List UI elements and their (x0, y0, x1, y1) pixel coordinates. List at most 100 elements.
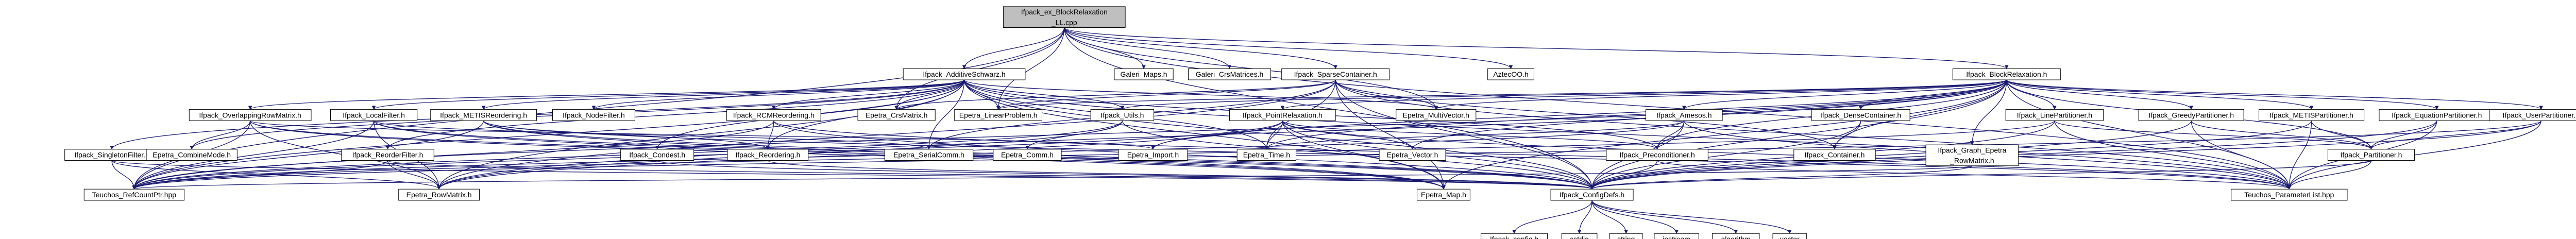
edge-greedy-to-partitioner (2191, 120, 2374, 150)
node-box-graphepetra (1925, 144, 2019, 166)
edge-userpart-to-configdefs (1590, 120, 2541, 190)
edge-pointrelax-to-ep_vector (1282, 120, 1415, 150)
edge-reorderfilter-to-ep_rowmatrix (387, 160, 441, 190)
node-algorithm: algorithm (1712, 233, 1760, 239)
node-box-metisreord (430, 109, 537, 121)
edge-block-to-greedy (2006, 79, 2193, 110)
node-block[interactable]: Ifpack_BlockRelaxation.h (1952, 68, 2061, 80)
node-label-rcm: Ifpack_RCMReordering.h (733, 111, 815, 119)
node-equation[interactable]: Ifpack_EquationPartitioner.h (2379, 109, 2495, 121)
node-box-partitioner (2327, 149, 2415, 161)
edge-block-to-container (1833, 80, 2007, 150)
node-configdefs[interactable]: Ifpack_ConfigDefs.h (1550, 189, 1634, 201)
node-rcm[interactable]: Ifpack_RCMReordering.h (726, 109, 821, 121)
edge-densecont-to-container (1833, 121, 1861, 150)
edge-linepart-to-rcp (132, 120, 2055, 190)
node-galeri_crs: Galeri_CrsMatrices.h (1188, 68, 1272, 80)
node-serialcomm: Epetra_SerialComm.h (884, 149, 974, 161)
node-reorderfilter[interactable]: Ifpack_ReorderFilter.h (341, 149, 434, 161)
node-box-metispart (2259, 109, 2365, 121)
node-label-amesos: Ifpack_Amesos.h (1656, 111, 1711, 119)
node-combine: Epetra_CombineMode.h (146, 149, 238, 161)
edge-configdefs-to-cstdio (1577, 200, 1592, 234)
node-label-ep_import: Epetra_Import.h (1127, 151, 1179, 159)
node-metispart[interactable]: Ifpack_METISPartitioner.h (2259, 109, 2365, 121)
node-densecont[interactable]: Ifpack_DenseContainer.h (1811, 109, 1910, 121)
node-label-ep_rowmatrix: Epetra_RowMatrix.h (406, 191, 472, 199)
edge-partitioner-to-configdefs (1590, 160, 2372, 190)
node-ep_linprob: Epetra_LinearProblem.h (954, 109, 1043, 121)
node-box-block (1952, 68, 2061, 80)
edge-metispart-to-partitioner (2311, 121, 2374, 150)
node-label-userpart: Ifpack_UserPartitioner.h (2503, 111, 2576, 119)
node-box-linepart (2005, 109, 2104, 121)
edge-additive-to-ep_rowmatrix (437, 80, 965, 190)
edge-singleton-to-rcp (111, 160, 137, 190)
node-box-ep_map (1417, 189, 1470, 201)
node-label-aztecoo: AztecOO.h (1493, 70, 1528, 78)
node-partitioner[interactable]: Ifpack_Partitioner.h (2327, 149, 2415, 161)
node-label-combine: Epetra_CombineMode.h (152, 151, 231, 159)
node-label-serialcomm: Epetra_SerialComm.h (893, 151, 964, 159)
node-box-rcm (726, 109, 821, 121)
node-box-ep_comm (993, 149, 1062, 161)
node-ep_multivec: Epetra_MultiVector.h (1396, 109, 1477, 121)
edge-root-to-ep_linprob (996, 27, 1065, 110)
node-utils[interactable]: Ifpack_Utils.h (1090, 109, 1155, 121)
edge-additive-to-nodefilter (591, 79, 965, 110)
node-label-densecont: Ifpack_DenseContainer.h (1820, 111, 1901, 119)
node-nodefilter[interactable]: Ifpack_NodeFilter.h (552, 109, 635, 121)
node-label-preconditioner: Ifpack_Preconditioner.h (1619, 151, 1694, 159)
node-label-additive: Ifpack_AdditiveSchwarz.h (923, 70, 1005, 78)
node-string: string (1609, 233, 1643, 239)
node-label-localfilter: Ifpack_LocalFilter.h (343, 111, 405, 119)
edge-block-to-metispart (2006, 79, 2314, 110)
edge-sparse-to-ep_crsmatrix (894, 79, 1336, 110)
node-box-vector (1772, 233, 1807, 239)
node-condest[interactable]: Ifpack_Condest.h (620, 149, 694, 161)
node-box-paramlist (2231, 189, 2348, 201)
node-sparse[interactable]: Ifpack_SparseContainer.h (1281, 68, 1390, 80)
edge-pointrelax-to-ep_map (1282, 121, 1446, 190)
node-box-pointrelax (1229, 109, 1336, 121)
node-overlapping[interactable]: Ifpack_OverlappingRowMatrix.h (189, 109, 312, 121)
edge-singleton-to-configdefs (111, 160, 1594, 190)
node-reordering[interactable]: Ifpack_Reordering.h (727, 149, 809, 161)
node-label-metisreord: Ifpack_METISReordering.h (440, 111, 527, 119)
node-metisreord[interactable]: Ifpack_METISReordering.h (430, 109, 537, 121)
node-box-root (1003, 6, 1126, 28)
node-box-string (1609, 233, 1643, 239)
edge-sparse-to-ep_rowmatrix (437, 80, 1336, 190)
node-box-sparse (1281, 68, 1390, 80)
node-paramlist: Teuchos_ParameterList.hpp (2231, 189, 2348, 201)
edge-sparse-to-ep_multivec (1335, 79, 1438, 110)
node-container[interactable]: Ifpack_Container.h (1793, 149, 1876, 161)
node-ifpack_config: Ifpack_config.h (1481, 233, 1548, 239)
node-graphepetra[interactable]: Ifpack_Graph_Epetra_RowMatrix.h (1925, 144, 2019, 166)
edge-pointrelax-to-rcp (132, 120, 1283, 190)
node-box-ep_rowmatrix (398, 189, 480, 201)
node-linepart[interactable]: Ifpack_LinePartitioner.h (2005, 109, 2104, 121)
edge-graphepetra-to-rcp (132, 165, 1973, 190)
node-greedy[interactable]: Ifpack_GreedyPartitioner.h (2138, 109, 2244, 121)
node-amesos[interactable]: Ifpack_Amesos.h (1646, 109, 1723, 121)
node-label-root: _LL.cpp (1051, 18, 1077, 26)
node-pointrelax[interactable]: Ifpack_PointRelaxation.h (1229, 109, 1336, 121)
edge-root-to-additive (962, 27, 1065, 70)
node-box-iostream (1654, 233, 1699, 239)
node-box-galeri_maps (1114, 68, 1174, 80)
node-userpart[interactable]: Ifpack_UserPartitioner.h (2489, 109, 2576, 121)
node-box-utils (1090, 109, 1155, 121)
node-box-ep_import (1118, 149, 1188, 161)
node-localfilter[interactable]: Ifpack_LocalFilter.h (330, 109, 418, 121)
edge-overlapping-to-combine (190, 121, 251, 150)
node-box-serialcomm (884, 149, 974, 161)
node-singleton[interactable]: Ifpack_SingletonFilter.h (64, 149, 160, 161)
node-box-reordering (727, 149, 809, 161)
node-preconditioner[interactable]: Ifpack_Preconditioner.h (1606, 149, 1708, 161)
edge-linepart-to-partitioner (2054, 120, 2374, 150)
node-label-reordering: Ifpack_Reordering.h (735, 151, 800, 159)
node-root[interactable]: Ifpack_ex_BlockRelaxation_LL.cpp (1003, 6, 1126, 28)
node-additive[interactable]: Ifpack_AdditiveSchwarz.h (903, 68, 1026, 80)
